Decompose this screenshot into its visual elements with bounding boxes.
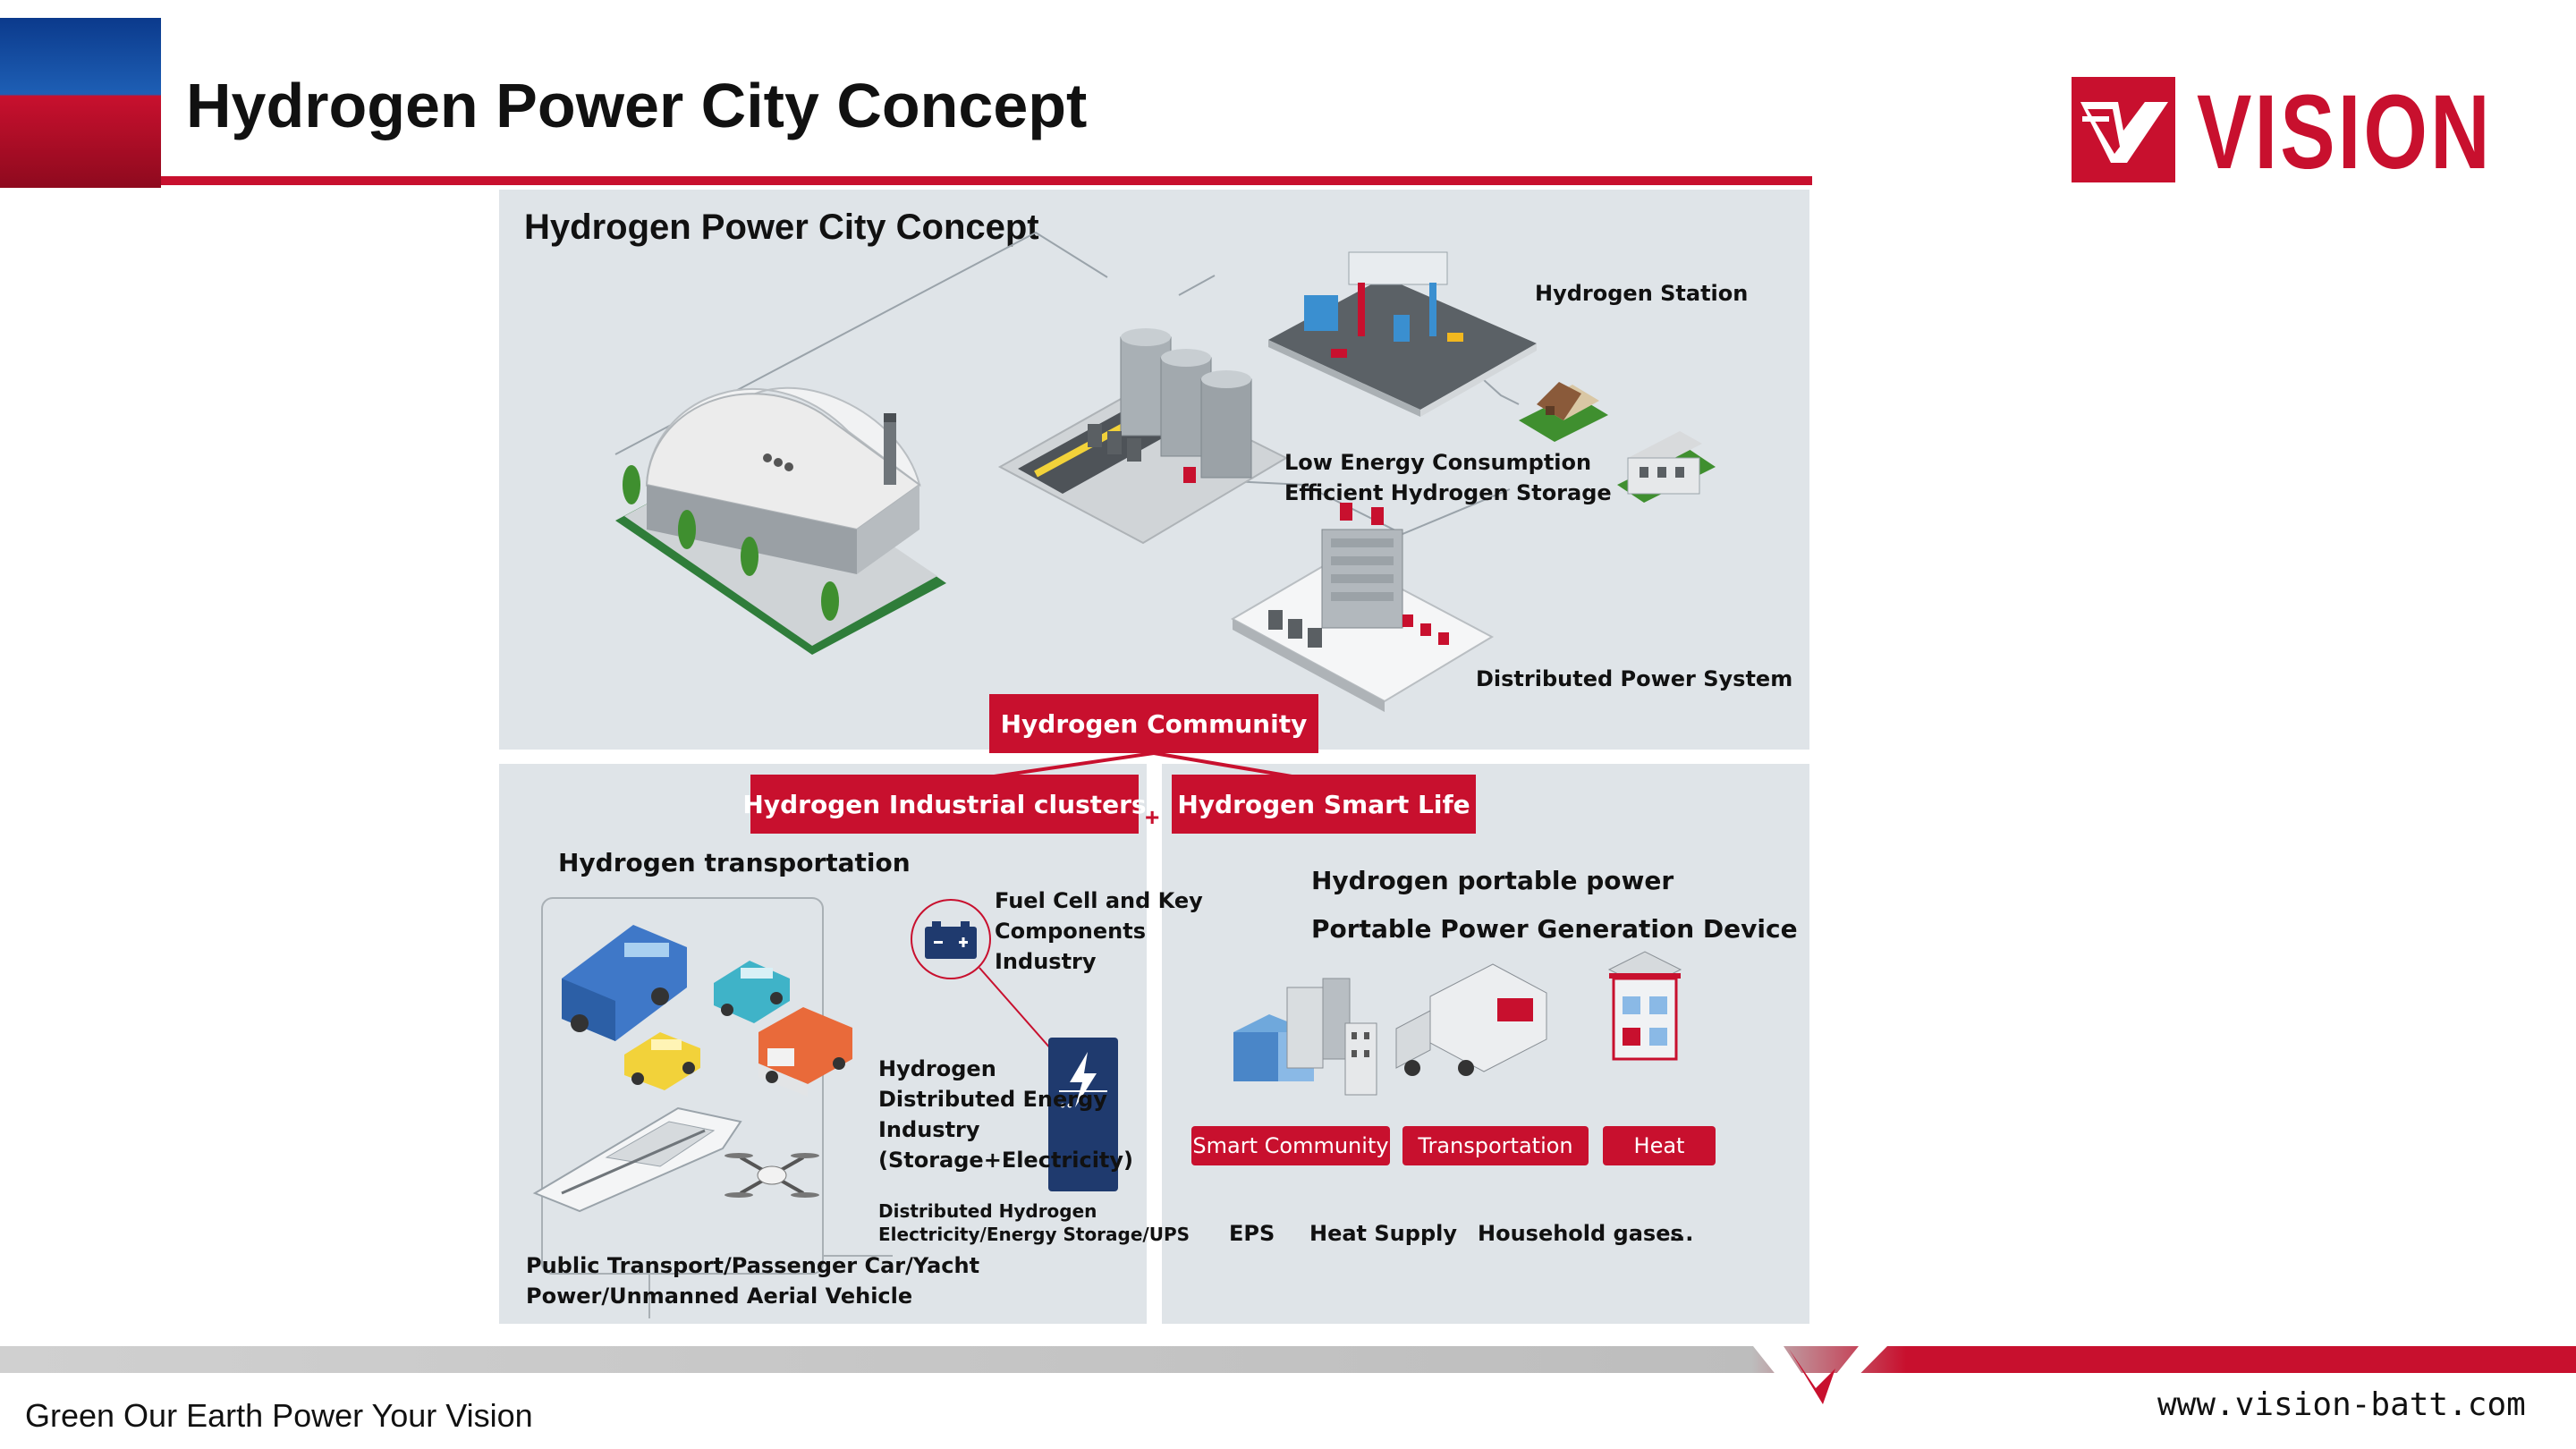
footer-slogan: Green Our Earth Power Your Vision	[25, 1397, 533, 1434]
energy-storage-device-icon	[1048, 1038, 1118, 1191]
label-distributed-note-2: Electricity/Energy Storage/UPS	[878, 1224, 1191, 1245]
label-portable-power: Hydrogen portable power	[1311, 866, 1674, 895]
plus-sign: +	[1145, 803, 1160, 831]
yacht-icon	[532, 1106, 742, 1213]
vision-logo-mark-icon	[2072, 77, 2175, 182]
label-fuel-cell-3: Industry	[995, 949, 1097, 974]
hydrogen-community-banner: Hydrogen Community	[989, 694, 1318, 753]
label-storage-line1: Low Energy Consumption	[1284, 450, 1592, 475]
use-household-gases: Household gases	[1478, 1221, 1683, 1246]
smart-life-illustration	[1233, 951, 1682, 1096]
label-storage-line2: Efficient Hydrogen Storage	[1284, 480, 1612, 505]
label-transport-caption-1: Public Transport/Passenger Car/Yacht	[526, 1253, 980, 1278]
label-fuel-cell-1: Fuel Cell and Key	[995, 888, 1203, 913]
header-corner-block	[0, 18, 161, 188]
label-fuel-cell-2: Components	[995, 919, 1146, 944]
factory-icon	[615, 386, 946, 655]
industrial-clusters-banner: Hydrogen Industrial clusters	[742, 775, 1147, 834]
house-icon	[1617, 431, 1716, 503]
bus-icon	[562, 925, 687, 1041]
drone-icon	[724, 1153, 819, 1198]
buildings-icon	[1233, 978, 1377, 1096]
label-distributed-power: Distributed Power System	[1476, 666, 1793, 691]
hydrogen-station-icon	[1268, 251, 1537, 417]
label-hydrogen-station: Hydrogen Station	[1535, 281, 1749, 306]
car-icon	[714, 961, 790, 1023]
truck-icon	[758, 1007, 852, 1097]
label-distributed-energy-2: Distributed Energy	[878, 1087, 1107, 1112]
distributed-power-icon	[1230, 503, 1495, 712]
transport-illustration	[532, 897, 1053, 1318]
label-transport-caption-2: Power/Unmanned Aerial Vehicle	[526, 1284, 913, 1309]
hydrogen-storage-icon	[997, 328, 1289, 545]
pill-transportation: Transportation	[1402, 1126, 1589, 1165]
heat-house-icon	[1607, 951, 1682, 1061]
use-eps: EPS	[1229, 1221, 1275, 1246]
house-icon	[1519, 382, 1608, 442]
footer-url: www.vision-batt.com	[2157, 1386, 2526, 1423]
diagram-title: Hydrogen Power City Concept	[524, 208, 1039, 247]
label-portable-device: Portable Power Generation Device	[1311, 914, 1798, 944]
smart-life-banner: Hydrogen Smart Life	[1172, 775, 1476, 834]
pill-smart-community: Smart Community	[1191, 1126, 1390, 1165]
taxi-icon	[624, 1032, 700, 1090]
label-distributed-energy-3: Industry	[878, 1117, 980, 1142]
use-heat-supply: Heat Supply	[1309, 1221, 1457, 1246]
battery-icon	[923, 919, 979, 961]
city-illustration	[614, 231, 1716, 712]
label-distributed-note-1: Distributed Hydrogen	[878, 1200, 1097, 1222]
use-ellipsis: ...	[1669, 1221, 1694, 1246]
footer-bar	[0, 1346, 2576, 1373]
slide-title: Hydrogen Power City Concept	[186, 71, 1088, 140]
label-distributed-energy-4: (Storage+Electricity)	[878, 1148, 1134, 1173]
vision-logo-text: VISION	[2197, 73, 2493, 191]
label-distributed-energy-1: Hydrogen	[878, 1056, 996, 1081]
label-hydrogen-transportation: Hydrogen transportation	[558, 848, 911, 877]
pill-heat: Heat	[1603, 1126, 1716, 1165]
footer-v-mark-icon	[1753, 1346, 1887, 1411]
title-underline	[161, 176, 1812, 185]
delivery-truck-icon	[1395, 963, 1547, 1076]
